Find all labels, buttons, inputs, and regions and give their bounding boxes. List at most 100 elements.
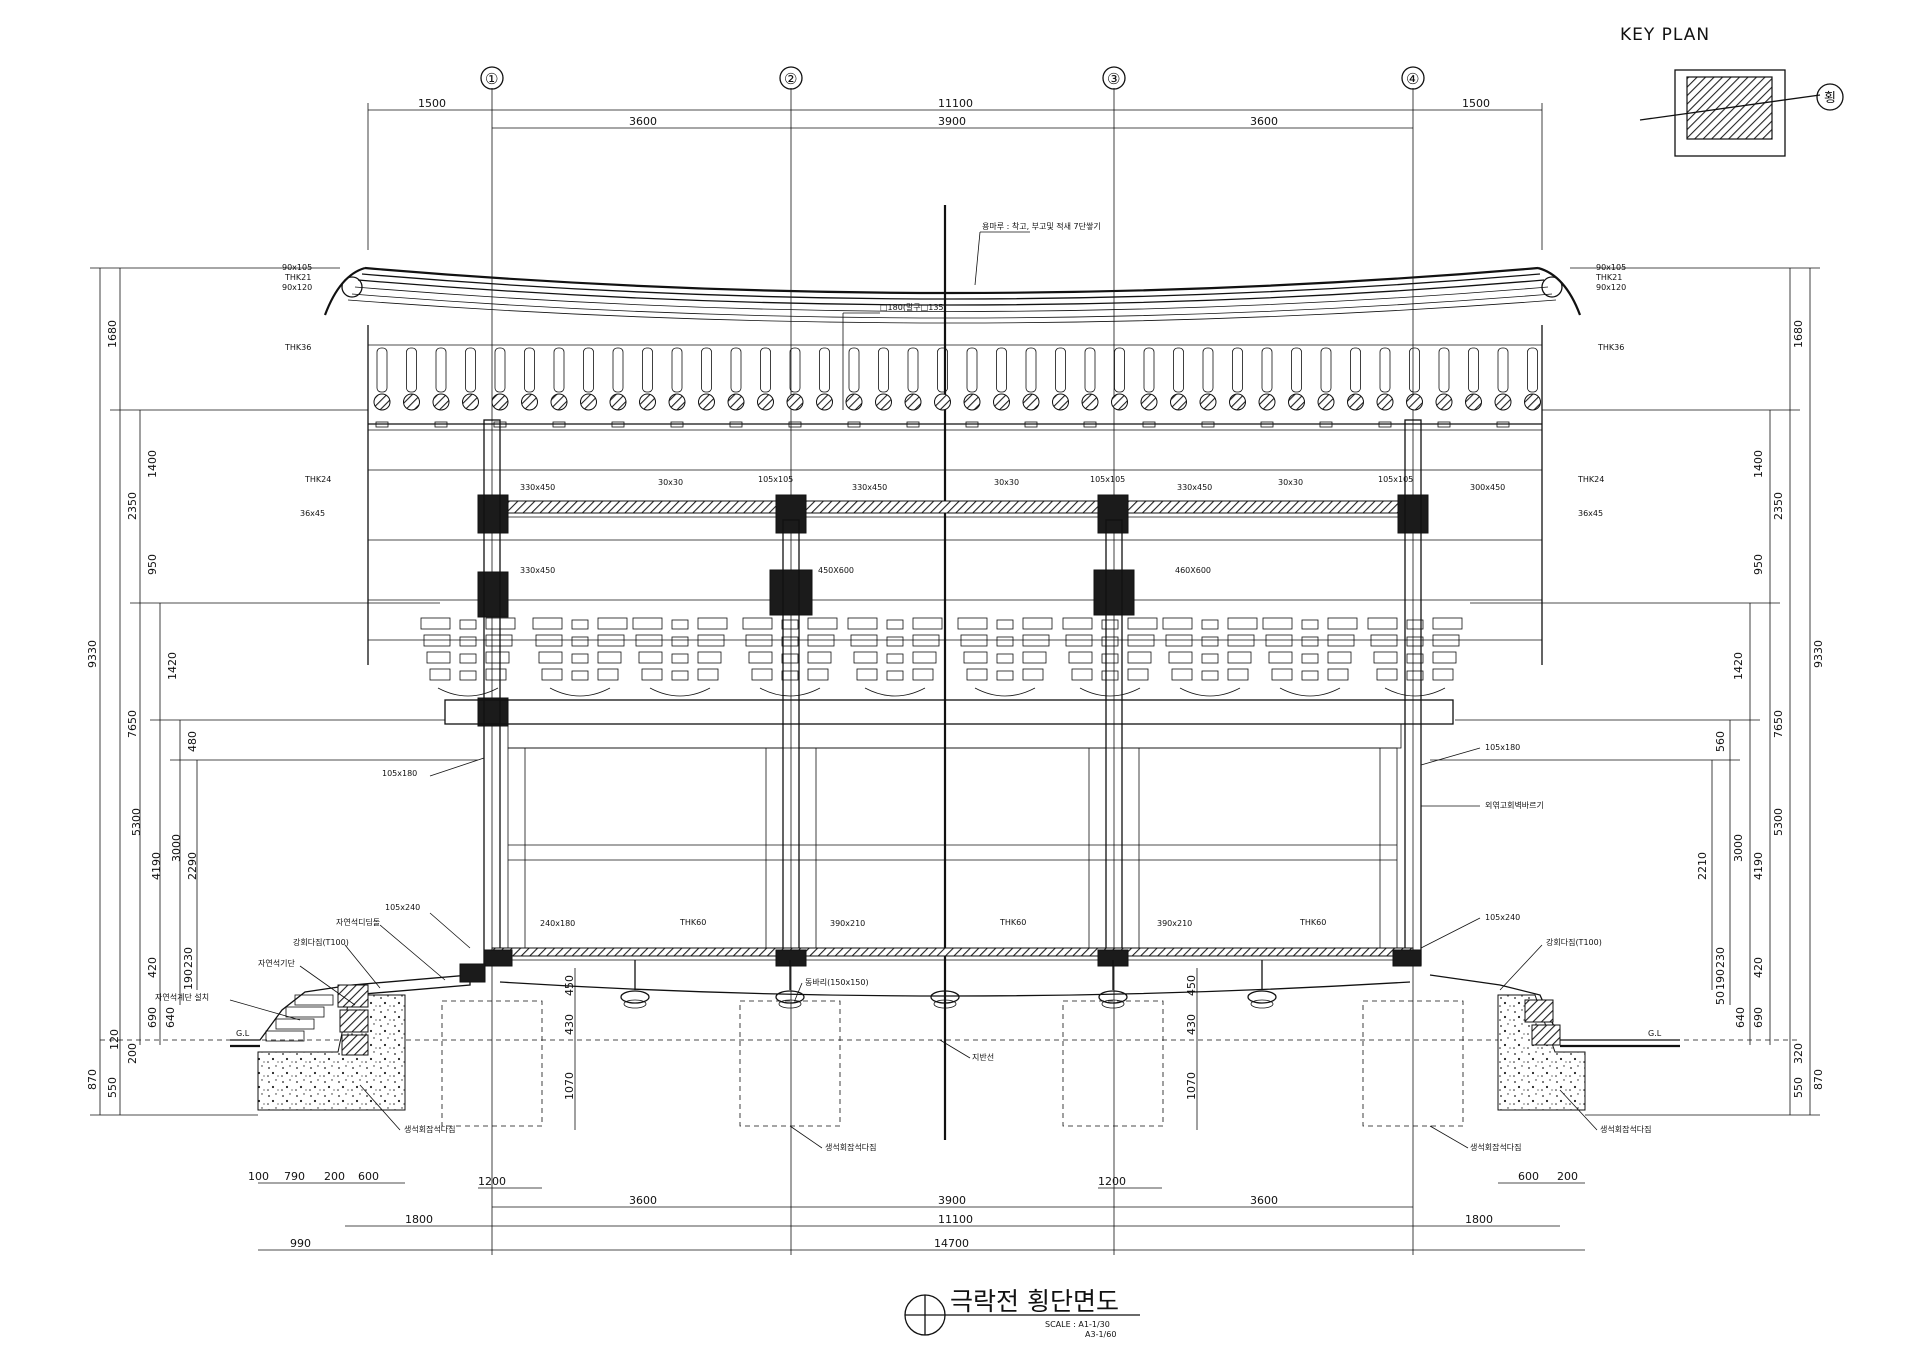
column-grid: ① ② ③ ④ [480, 66, 1425, 1255]
rafter [934, 347, 951, 411]
rafter [1081, 347, 1099, 428]
top-dimensions: 1500 11100 1500 3600 3900 3600 [367, 97, 1543, 250]
dim-right-foundation-height: 550 [1792, 1077, 1805, 1098]
note-right-base-1: 강회다짐(T100) [1546, 937, 1602, 947]
dim-bottom-footing-left: 1200 [478, 1175, 506, 1188]
dim-left-column-height: 7650 [126, 710, 139, 738]
rafter [1524, 347, 1541, 411]
note-left-base-1: 자연석디딤돌 [336, 917, 380, 927]
footings [441, 1000, 1464, 1127]
wall-panel-3 [1121, 747, 1398, 949]
key-plan: KEY PLAN 횡 [1620, 25, 1844, 157]
footing-2 [739, 1000, 841, 1127]
note-left-base-3: 자연석기단 [258, 958, 295, 968]
lower-beam-block-3 [1093, 569, 1135, 616]
rafter [1376, 347, 1394, 428]
bracket-set [957, 617, 1053, 697]
rafter [1022, 347, 1040, 428]
dim-top-span: 11100 [938, 97, 973, 110]
dim-left-4190: 4190 [150, 852, 163, 880]
note-left-base-6: 생석회잡석다짐 [404, 1124, 456, 1134]
dim-top-bay-1: 3600 [629, 115, 657, 128]
annotations: 용마루 : 착고, 부고및 적새 7단쌓기 □180(말구□135) 330x4… [155, 221, 1662, 1152]
note-floor-7: THK60 [1299, 918, 1326, 927]
note-footing-center-2: 생석회잡석다짐 [1470, 1142, 1522, 1152]
key-plan-frame [1674, 69, 1786, 157]
rafter [1052, 347, 1069, 411]
dim-left-1420: 1420 [166, 652, 179, 680]
dim-right-420: 420 [1752, 957, 1765, 978]
dim-right-4190: 4190 [1752, 852, 1765, 880]
dim-right-640: 640 [1734, 1007, 1747, 1028]
right-dimensions: 9330 870 1680 2350 7650 550 1400 950 530… [1430, 267, 1825, 1116]
rafter [1435, 347, 1453, 428]
note-floor-3: THK60 [679, 918, 706, 927]
dim-left-5300: 5300 [130, 808, 143, 836]
dim-left-total-height: 9330 [86, 640, 99, 668]
beam-block-3 [1097, 494, 1129, 534]
floor-sill-2 [775, 949, 807, 967]
dim-left-200: 200 [126, 1043, 139, 1064]
rafter [757, 347, 774, 411]
rafter [727, 347, 745, 428]
note-beam-3: 105x105 [758, 475, 793, 484]
rafter [491, 347, 509, 428]
key-plan-cut-line [1639, 94, 1821, 121]
footing-1 [441, 1000, 543, 1127]
dim-left-upper-height: 2350 [126, 492, 139, 520]
note-left-gl: G.L [236, 1029, 250, 1038]
dim-bottom-step-200: 200 [324, 1170, 345, 1183]
roof-note-right-5: THK24 [1577, 475, 1604, 484]
bracket-set [1367, 617, 1463, 697]
rafter [1465, 347, 1482, 411]
floor-sill-1 [483, 949, 513, 967]
rafter [639, 347, 656, 411]
note-floor-6: 390x210 [1157, 919, 1192, 928]
note-beam-low-3: 460X600 [1175, 566, 1211, 575]
roof-note-left-4: THK36 [284, 343, 311, 352]
dim-foundation-right-430: 430 [1185, 1014, 1198, 1035]
grid-label-1: ① [485, 70, 498, 88]
roof-note-right-2: THK21 [1595, 273, 1622, 282]
dim-foundation-left-430: 430 [563, 1014, 576, 1035]
ground-curve [499, 981, 1411, 997]
beam-block-1 [477, 494, 509, 534]
drawing-title: 극락전 횡단면도 [950, 1287, 1119, 1316]
dim-bottom-right-1800: 1800 [1465, 1213, 1493, 1226]
note-sill-left: 105x180 [382, 769, 417, 778]
grid-label-3: ③ [1107, 70, 1120, 88]
wall-panel-1 [507, 747, 784, 949]
dim-foundation-left-450: 450 [563, 975, 576, 996]
dongbari-post [1247, 960, 1277, 1009]
note-beam-6: 105x105 [1090, 475, 1125, 484]
note-right-base-3: 생석회잡석다짐 [1600, 1124, 1652, 1134]
rafter [668, 347, 686, 428]
note-beam-8: 30x30 [1278, 478, 1303, 487]
dim-right-560: 560 [1714, 731, 1727, 752]
roof-note-left-6: 36x45 [300, 509, 325, 518]
dim-bottom-left-1800: 1800 [405, 1213, 433, 1226]
note-footing-center-1: 생석회잡석다짐 [825, 1142, 877, 1152]
note-wall-right: 외엮고회벽바르기 [1485, 800, 1544, 810]
bracket-beam-left [477, 697, 509, 727]
left-step-stone-2 [339, 1009, 369, 1033]
dongbari-post [620, 960, 650, 1009]
dim-right-1420: 1420 [1732, 652, 1745, 680]
floor-deck [491, 947, 1414, 957]
rafter [432, 347, 450, 428]
rafter [1140, 347, 1158, 428]
dim-left-2290: 2290 [186, 852, 199, 880]
dim-left-420: 420 [146, 957, 159, 978]
bracket-set [1162, 617, 1258, 697]
dim-top-overhang-left: 1500 [418, 97, 446, 110]
bracket-set [847, 617, 943, 697]
rafter [403, 347, 420, 411]
grid-bubble-4 [1401, 66, 1425, 90]
left-step-stone-1 [337, 984, 369, 1008]
dim-left-1400: 1400 [146, 450, 159, 478]
footing-4 [1362, 1000, 1464, 1127]
rafter [1111, 347, 1128, 411]
dim-right-roof-height: 1680 [1792, 320, 1805, 348]
